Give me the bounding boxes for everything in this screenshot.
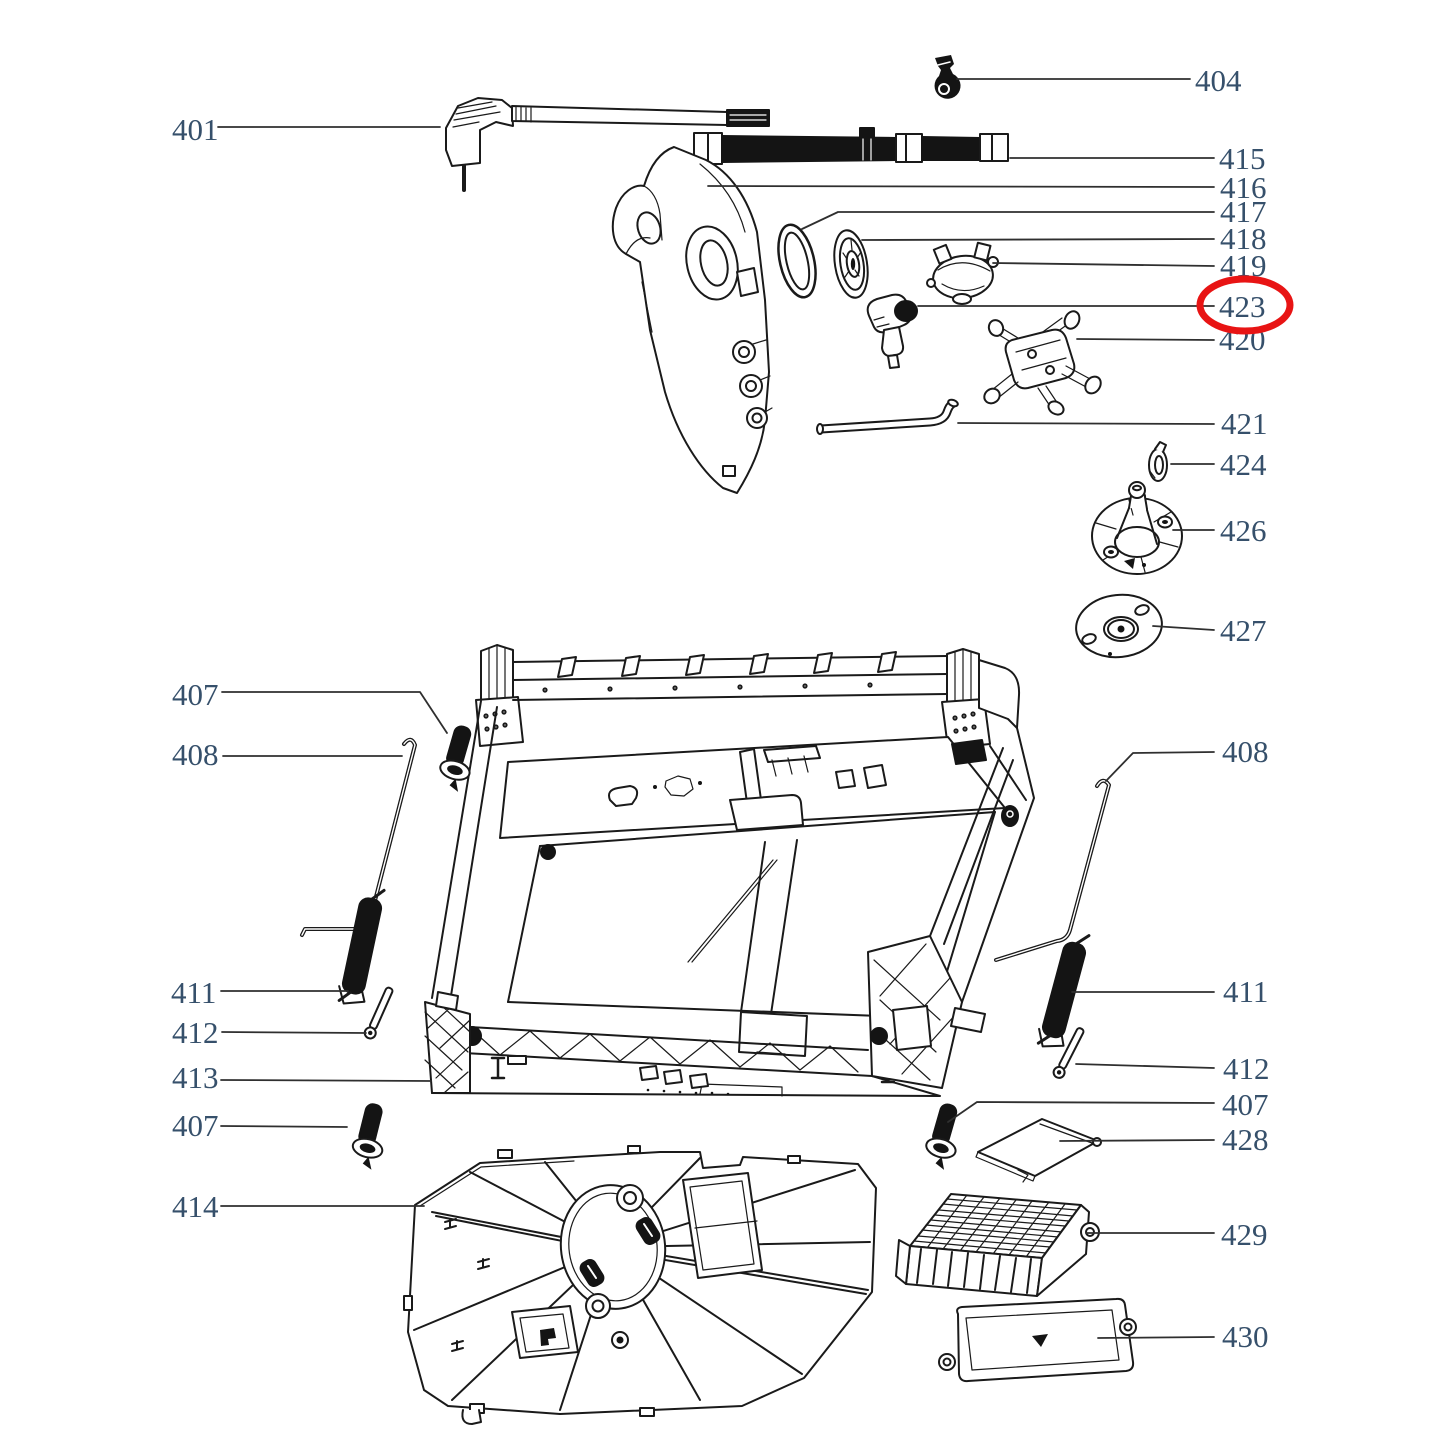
basket-slats — [916, 1248, 1032, 1294]
leader-420 — [1076, 338, 1215, 341]
screw-top-left-drawing — [433, 722, 483, 795]
leader-407a — [221, 691, 448, 734]
rail-dots — [483, 682, 977, 734]
part-label-401: 401 — [172, 112, 219, 147]
leader-421 — [957, 422, 1215, 425]
condenser-basket-drawing — [895, 1193, 1100, 1297]
base-frame-drawing — [424, 644, 1035, 1097]
leader-413 — [220, 1079, 432, 1082]
screw-bottom-right-drawing — [919, 1100, 969, 1173]
leader-430 — [1097, 1336, 1215, 1339]
leader-428 — [1059, 1139, 1215, 1142]
part-label-412-left: 412 — [172, 1015, 219, 1050]
part-label-408-left: 408 — [172, 737, 219, 772]
suspension-rod-right-drawing — [994, 778, 1111, 962]
part-label-404: 404 — [1195, 63, 1242, 98]
rotor-drawing — [1091, 481, 1183, 575]
screw-bottom-left-drawing — [347, 1100, 394, 1173]
part-label-417: 417 — [1220, 194, 1267, 229]
front-face-details — [490, 1055, 896, 1096]
part-label-428: 428 — [1222, 1122, 1269, 1157]
drain-hose-drawing — [693, 127, 1009, 165]
leader-419 — [992, 262, 1215, 267]
back-rail-fins — [557, 651, 897, 678]
part-label-413: 413 — [172, 1060, 219, 1095]
part-label-407-bottomleft: 407 — [172, 1108, 219, 1143]
part-label-411-right: 411 — [1223, 974, 1268, 1009]
leader-418 — [861, 238, 1215, 241]
part-label-423: 423 — [1219, 289, 1266, 324]
leader-417 — [801, 211, 1215, 230]
pin-left-drawing — [361, 984, 397, 1042]
pump-head-drawing — [926, 241, 999, 305]
leader-407b — [220, 1125, 348, 1128]
part-label-418: 418 — [1220, 221, 1267, 256]
leader-416 — [707, 185, 1215, 188]
leader-407c — [947, 1101, 1215, 1123]
leader-412a — [221, 1031, 367, 1034]
highlight-circle-423 — [1196, 275, 1294, 335]
hook-clip-drawing — [934, 55, 961, 99]
bottom-panel-drawing — [403, 1145, 877, 1425]
seal-disc-drawing — [833, 229, 869, 299]
power-cord-drawing — [445, 97, 770, 192]
part-label-429: 429 — [1221, 1217, 1268, 1252]
part-label-412-right: 412 — [1223, 1051, 1270, 1086]
fill-tube-drawing — [816, 398, 959, 435]
leader-427 — [1152, 625, 1215, 631]
o-ring-drawing — [777, 223, 817, 299]
part-label-414: 414 — [172, 1189, 219, 1224]
sump-panel-drawing — [611, 146, 773, 494]
part-label-424: 424 — [1220, 447, 1267, 482]
access-cover-drawing — [938, 1297, 1137, 1383]
sump-nozzles — [732, 339, 773, 429]
panel-clip-marks — [444, 1218, 490, 1352]
inlet-valve-drawing — [866, 293, 918, 369]
leader-lines — [217, 78, 1215, 1339]
part-label-411-left: 411 — [171, 975, 216, 1010]
insulation-sheet-drawing — [975, 1118, 1102, 1183]
part-labels: 401 404 415 416 417 418 419 423 420 421 … — [171, 63, 1270, 1354]
part-label-408-right: 408 — [1222, 734, 1269, 769]
part-label-416: 416 — [1220, 170, 1267, 205]
support-disc-drawing — [1075, 593, 1163, 659]
part-label-421: 421 — [1221, 406, 1268, 441]
spring-left-drawing — [334, 883, 390, 1010]
leader-412b — [1075, 1063, 1215, 1069]
leader-408b — [1105, 751, 1215, 782]
part-label-415: 415 — [1219, 141, 1266, 176]
part-label-427: 427 — [1220, 613, 1267, 648]
shaft-clip-drawing — [1148, 441, 1168, 482]
part-label-426: 426 — [1220, 513, 1267, 548]
part-label-407-topleft: 407 — [172, 677, 219, 712]
part-label-407-bottomright: 407 — [1222, 1087, 1269, 1122]
valve-bracket-drawing — [983, 310, 1102, 416]
part-label-430: 430 — [1222, 1319, 1269, 1354]
panel-edge-tabs — [403, 1145, 801, 1425]
spring-right-drawing — [1033, 927, 1095, 1054]
